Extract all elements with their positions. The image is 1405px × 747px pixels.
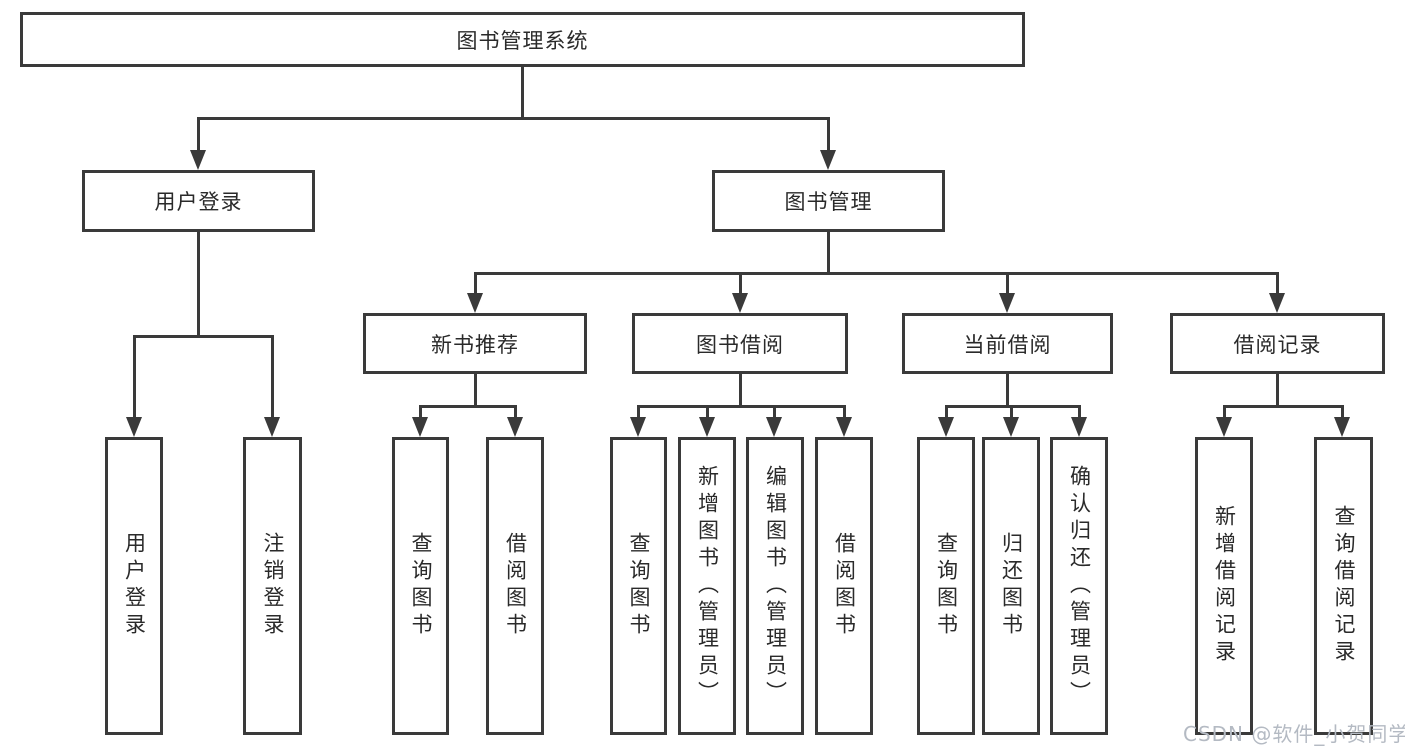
connector-line: [271, 335, 274, 419]
connector-line: [1006, 374, 1009, 407]
connector-line: [1341, 405, 1344, 419]
node-book-borrowing-label: 图书借阅: [696, 332, 784, 357]
node-root-label: 图书管理系统: [456, 28, 589, 53]
leaf-query-borrow-record: 查询借阅记录: [1314, 437, 1373, 735]
leaf-return-books: 归还图书: [982, 437, 1040, 735]
connector-line: [133, 335, 136, 419]
connector-line: [521, 67, 524, 119]
arrow-down-icon: [190, 150, 206, 170]
connector-line: [1276, 272, 1279, 295]
arrow-down-icon: [126, 417, 142, 437]
leaf-query-books-borrowing-label: 查询图书: [627, 532, 651, 640]
leaf-query-borrow-record-label: 查询借阅记录: [1332, 505, 1356, 667]
leaf-edit-book-admin: 编辑图书（管理员）: [746, 437, 804, 735]
connector-line: [133, 335, 273, 338]
node-new-book-recommend: 新书推荐: [363, 313, 587, 374]
connector-line: [1078, 405, 1081, 419]
connector-line: [773, 405, 776, 419]
arrow-down-icon: [264, 417, 280, 437]
leaf-query-books-recommend: 查询图书: [392, 437, 449, 735]
connector-line: [474, 374, 477, 407]
watermark: CSDN @软件_小贺同学: [1183, 722, 1405, 746]
node-current-borrowing-label: 当前借阅: [963, 332, 1052, 357]
leaf-add-book-admin: 新增图书（管理员）: [678, 437, 736, 735]
leaf-logout: 注销登录: [243, 437, 302, 735]
connector-line: [739, 272, 742, 295]
connector-line: [843, 405, 846, 419]
node-user-login-label: 用户登录: [154, 190, 243, 214]
connector-line: [514, 405, 517, 419]
connector-line: [474, 272, 477, 295]
leaf-return-books-label: 归还图书: [999, 532, 1024, 640]
arrow-down-icon: [699, 417, 715, 437]
leaf-borrow-books-recommend-label: 借阅图书: [503, 532, 528, 640]
node-user-login: 用户登录: [82, 170, 315, 232]
connector-line: [1010, 405, 1013, 419]
arrow-down-icon: [630, 417, 646, 437]
leaf-confirm-return-admin: 确认归还（管理员）: [1050, 437, 1108, 735]
connector-line: [827, 117, 830, 152]
arrow-down-icon: [820, 150, 836, 170]
leaf-add-borrow-record-label: 新增借阅记录: [1212, 505, 1237, 667]
connector-line: [197, 117, 829, 120]
connector-line: [1006, 272, 1009, 295]
arrow-down-icon: [1216, 417, 1232, 437]
leaf-query-books-recommend-label: 查询图书: [409, 532, 433, 640]
node-book-borrowing: 图书借阅: [632, 313, 848, 374]
leaf-query-books-current: 查询图书: [917, 437, 975, 735]
leaf-logout-label: 注销登录: [261, 532, 285, 640]
node-book-management-label: 图书管理: [784, 190, 873, 214]
connector-line: [706, 405, 709, 419]
connector-line: [419, 405, 422, 419]
arrow-down-icon: [467, 293, 483, 313]
leaf-query-books-borrowing: 查询图书: [610, 437, 667, 735]
leaf-edit-book-admin-label: 编辑图书（管理员）: [763, 464, 788, 708]
arrow-down-icon: [938, 417, 954, 437]
connector-line: [419, 405, 517, 408]
arrow-down-icon: [732, 293, 748, 313]
connector-line: [637, 405, 846, 408]
arrow-down-icon: [1269, 293, 1285, 313]
leaf-query-books-current-label: 查询图书: [934, 532, 959, 640]
leaf-borrow-books: 借阅图书: [815, 437, 873, 735]
arrow-down-icon: [507, 417, 523, 437]
node-borrow-records-label: 借阅记录: [1233, 332, 1322, 357]
leaf-borrow-books-recommend: 借阅图书: [486, 437, 544, 735]
arrow-down-icon: [836, 417, 852, 437]
connector-line: [1276, 374, 1279, 407]
node-borrow-records: 借阅记录: [1170, 313, 1385, 374]
arrow-down-icon: [1334, 417, 1350, 437]
leaf-borrow-books-label: 借阅图书: [832, 532, 857, 640]
arrow-down-icon: [1071, 417, 1087, 437]
connector-line: [637, 405, 640, 419]
leaf-add-borrow-record: 新增借阅记录: [1195, 437, 1253, 735]
node-root: 图书管理系统: [20, 12, 1025, 67]
connector-line: [945, 405, 948, 419]
arrow-down-icon: [1003, 417, 1019, 437]
leaf-add-book-admin-label: 新增图书（管理员）: [695, 464, 720, 708]
arrow-down-icon: [412, 417, 428, 437]
node-book-management: 图书管理: [712, 170, 945, 232]
arrow-down-icon: [999, 293, 1015, 313]
leaf-confirm-return-admin-label: 确认归还（管理员）: [1067, 464, 1092, 708]
node-current-borrowing: 当前借阅: [902, 313, 1113, 374]
connector-line: [1223, 405, 1344, 408]
connector-line: [739, 374, 742, 407]
leaf-user-login-label: 用户登录: [122, 532, 147, 640]
arrow-down-icon: [766, 417, 782, 437]
leaf-user-login: 用户登录: [105, 437, 163, 735]
connector-line: [474, 272, 1278, 275]
connector-line: [827, 232, 830, 274]
connector-line: [1223, 405, 1226, 419]
connector-line: [197, 117, 200, 152]
connector-line: [197, 232, 200, 336]
node-new-book-recommend-label: 新书推荐: [431, 332, 519, 357]
